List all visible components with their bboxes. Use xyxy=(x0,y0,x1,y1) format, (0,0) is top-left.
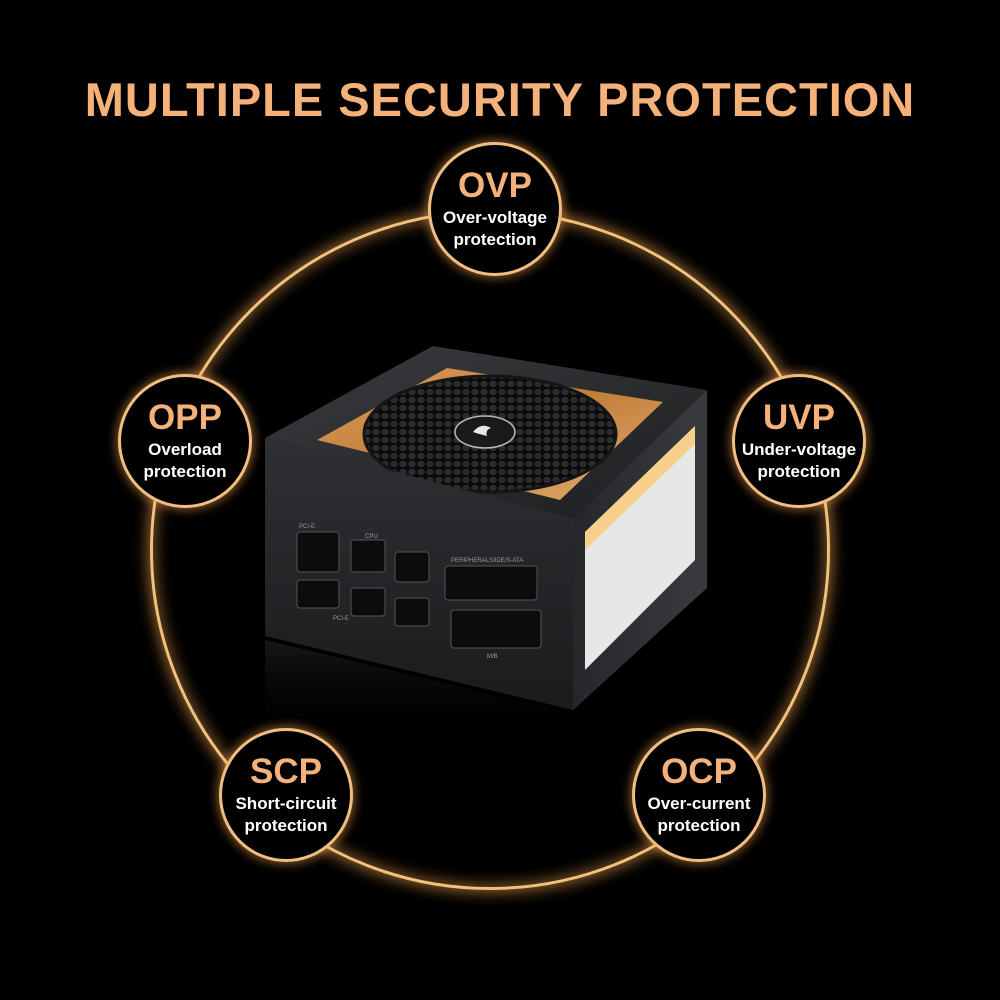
floor-reflection xyxy=(265,640,573,740)
badge-opp-line1: Overload xyxy=(148,440,222,459)
badge-uvp: UVP Under-voltage protection xyxy=(732,374,866,508)
badge-ocp-abbr: OCP xyxy=(661,752,737,791)
modular-connectors xyxy=(296,531,542,649)
badge-scp-line2: protection xyxy=(244,816,328,835)
port-label-peripheral: PERIPHERALS/IDE/S-ATA xyxy=(451,558,523,564)
port-label-cpu: CPU xyxy=(365,534,378,540)
badge-opp-line2: protection xyxy=(143,462,227,481)
port-label-pcie-bottom: PCI-E xyxy=(333,616,349,622)
badge-ocp-line2: protection xyxy=(657,816,741,835)
badge-opp: OPP Overload protection xyxy=(118,374,252,508)
badge-ocp-line1: Over-current xyxy=(647,794,751,813)
badge-ovp-line2: protection xyxy=(453,230,537,249)
badge-uvp-line2: protection xyxy=(757,462,841,481)
port-label-mb: M/B xyxy=(487,654,498,660)
badge-scp: SCP Short-circuit protection xyxy=(219,728,353,862)
badge-ovp: OVP Over-voltage protection xyxy=(428,142,562,276)
badge-ocp: OCP Over-current protection xyxy=(632,728,766,862)
power-supply-image: PCI-E CPU PERIPHERALS/IDE/S-ATA PCI-E M/… xyxy=(265,346,707,740)
badge-ovp-line1: Over-voltage xyxy=(443,208,547,227)
spec-label xyxy=(585,426,695,670)
badge-scp-abbr: SCP xyxy=(250,752,322,791)
badge-opp-abbr: OPP xyxy=(148,398,222,437)
headline: MULTIPLE SECURITY PROTECTION xyxy=(84,73,916,126)
port-label-pcie-top: PCI-E xyxy=(299,524,315,530)
badge-ovp-abbr: OVP xyxy=(458,166,532,205)
badge-scp-line1: Short-circuit xyxy=(235,794,337,813)
badge-uvp-abbr: UVP xyxy=(763,398,835,437)
badge-uvp-line1: Under-voltage xyxy=(741,440,857,459)
